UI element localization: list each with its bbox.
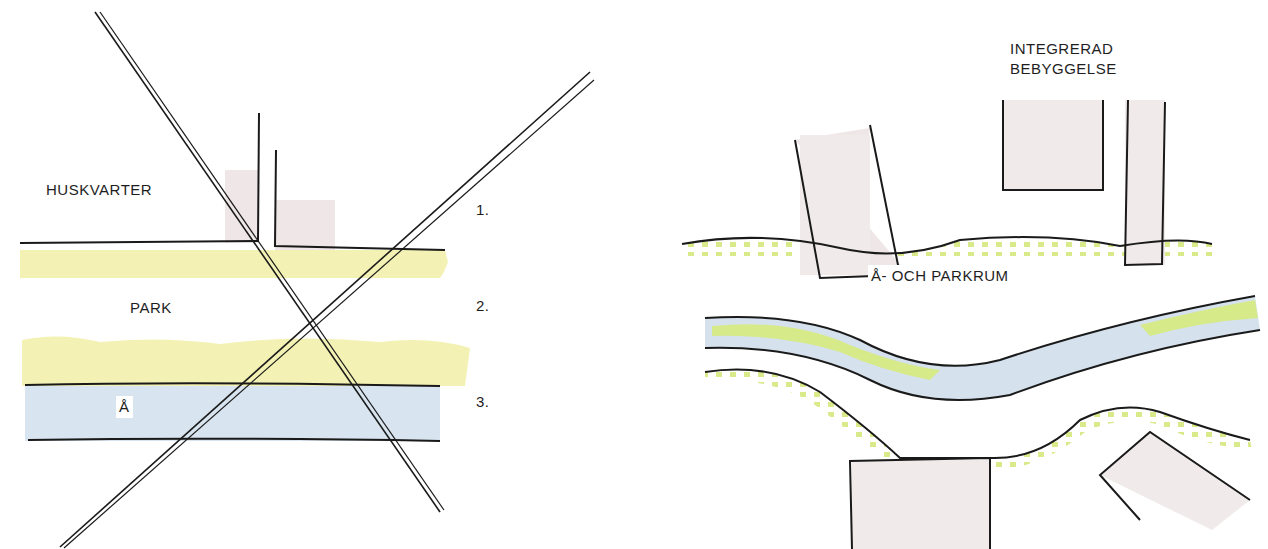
area-label: Å- OCH PARKRUM [868,265,1012,287]
left-section-sketch [20,12,594,548]
callout-number: 3. [476,392,490,412]
area-label: PARK [130,298,172,318]
area-label: Å [116,396,133,418]
callout-number: 1. [476,200,490,220]
area-label: INTEGRERAD BEBYGGELSE [1007,38,1131,80]
area-label: HUSKVARTER [46,180,152,200]
right-section-sketch [682,100,1260,549]
callout-number: 2. [476,296,490,316]
